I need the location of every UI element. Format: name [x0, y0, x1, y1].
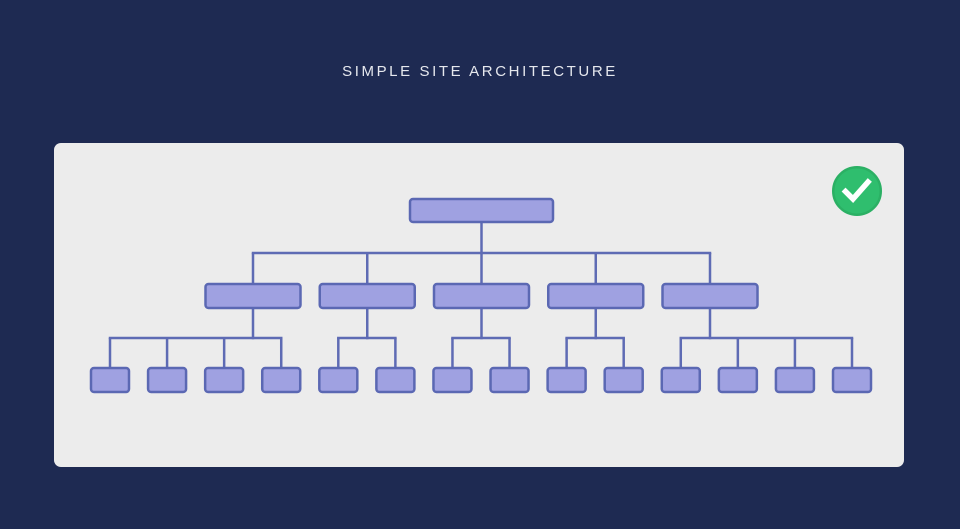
badge-check-mark [841, 178, 872, 204]
site-node-branch [547, 282, 645, 310]
site-node-leaf [146, 366, 188, 394]
site-node-leaf [774, 366, 816, 394]
architecture-card [54, 143, 904, 467]
site-node-leaf [831, 366, 873, 394]
checkmark-icon [832, 166, 882, 216]
site-node-branch [204, 282, 302, 310]
site-node-leaf [603, 366, 644, 394]
site-architecture-diagram [89, 197, 873, 394]
site-node-leaf [375, 366, 416, 394]
site-node-branch [432, 282, 531, 310]
site-node-leaf [489, 366, 530, 394]
site-node-leaf [660, 366, 702, 394]
site-node-leaf [203, 366, 245, 394]
site-node-leaf [717, 366, 759, 394]
site-node-root [408, 197, 555, 224]
site-node-leaf [318, 366, 359, 394]
site-node-leaf [546, 366, 587, 394]
page-title: SIMPLE SITE ARCHITECTURE [342, 63, 618, 80]
site-node-leaf [260, 366, 302, 394]
site-node-branch [318, 282, 416, 310]
site-node-leaf [89, 366, 131, 394]
site-node-leaf [432, 366, 473, 394]
approved-badge [832, 166, 882, 216]
site-node-branch [661, 282, 759, 310]
